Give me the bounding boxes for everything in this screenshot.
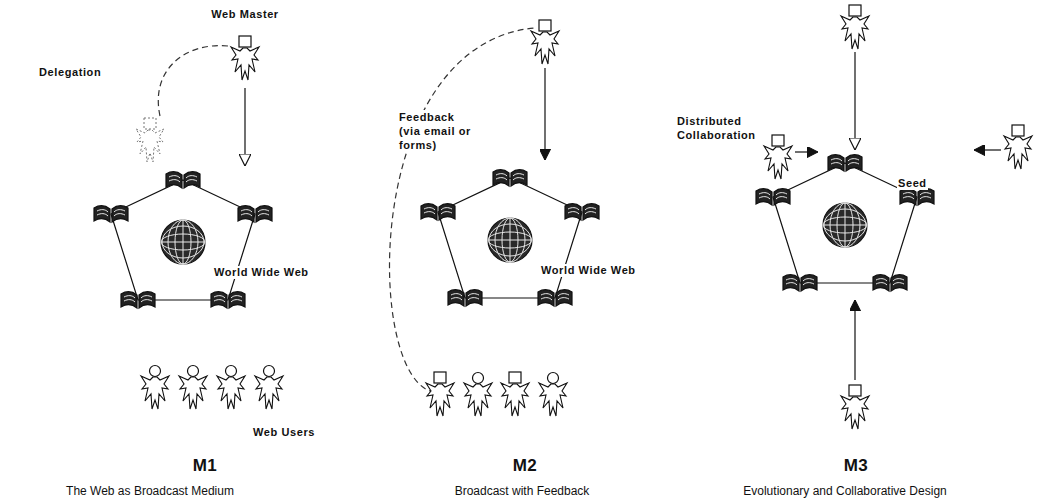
annotation-label: Feedback (via email or forms) [398, 110, 472, 152]
node-label: Web Users [252, 426, 316, 439]
model-caption: The Web as Broadcast Medium [65, 484, 235, 499]
web-cluster [756, 155, 934, 291]
person-figure [217, 366, 245, 410]
web-node: World Wide Web [422, 164, 642, 309]
person-figure [464, 373, 492, 417]
delegation-arrow [244, 88, 245, 166]
node-label: World Wide Web [213, 266, 310, 279]
person-figure [764, 135, 792, 179]
model-number: M2 [512, 456, 539, 476]
person-figure [179, 366, 207, 410]
contribution-arrow [974, 149, 1001, 150]
contribution-arrow [795, 151, 818, 152]
person-figure [841, 5, 869, 49]
feedback-curve [389, 28, 534, 392]
web-cluster [94, 172, 272, 308]
delegation-curve [158, 46, 228, 116]
annotation-label: Delegation [38, 65, 102, 79]
person-figure [231, 36, 259, 80]
person-figure [255, 366, 283, 410]
node-label: Seed [897, 177, 928, 190]
annotation-label: Distributed Collaboration [676, 114, 764, 142]
model-caption: Evolutionary and Collaborative Design [742, 484, 947, 499]
web-node: Seed [757, 149, 947, 294]
person-figure [841, 385, 869, 429]
contribution-arrow [854, 52, 855, 150]
contribution-arrow [854, 300, 855, 380]
node-label: World Wide Web [540, 264, 637, 277]
model-number: M1 [192, 456, 219, 476]
person-figure [531, 20, 559, 64]
web-node: World Wide Web [95, 166, 315, 311]
person-figure [141, 366, 169, 410]
node-label: Web Master [210, 8, 280, 21]
model-caption: Broadcast with Feedback [454, 484, 591, 499]
person-figure [426, 372, 454, 416]
broadcast-arrow [544, 68, 545, 160]
faded-figure [136, 118, 164, 162]
actor-figure: Web Master [205, 4, 285, 88]
model-number: M3 [843, 456, 870, 476]
web-cluster [421, 170, 599, 306]
user-group: Web Users [140, 360, 320, 440]
person-figure [1004, 125, 1032, 169]
person-figure [501, 372, 529, 416]
person-figure [539, 373, 567, 417]
